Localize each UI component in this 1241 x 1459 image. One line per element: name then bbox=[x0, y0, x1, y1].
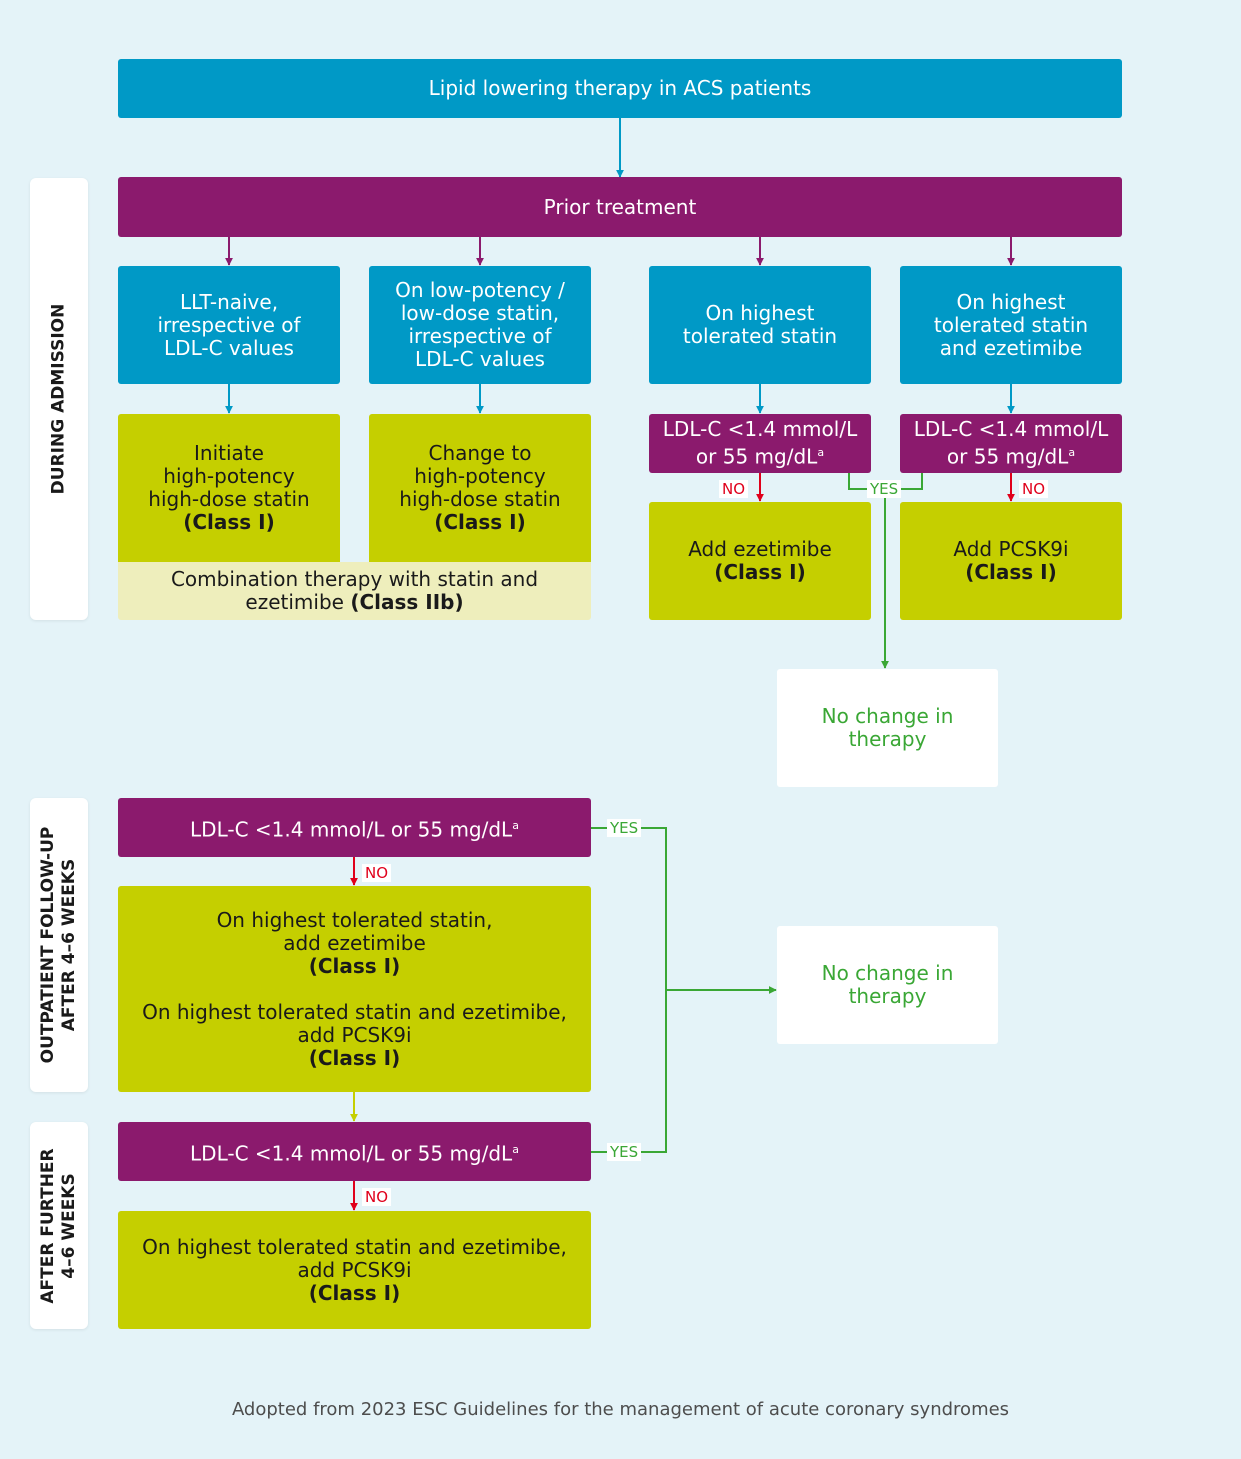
no-label-further: NO bbox=[362, 1188, 392, 1206]
phase-label-admission: DURING ADMISSION bbox=[30, 178, 88, 620]
yes-label-admission: YES bbox=[867, 480, 902, 498]
action-add-ezetimibe: Add ezetimibe (Class I) bbox=[649, 502, 871, 620]
ldl-target-decision-statin: LDL-C <1.4 mmol/L or 55 mg/dLa bbox=[649, 414, 871, 473]
yes-label-further: YES bbox=[607, 1143, 642, 1161]
ldl-target-decision-statin-ezetimibe: LDL-C <1.4 mmol/L or 55 mg/dLa bbox=[900, 414, 1122, 473]
yes-label-outpatient: YES bbox=[607, 819, 642, 837]
option-highest-statin-ezetimibe: On highest tolerated statin and ezetimib… bbox=[900, 266, 1122, 384]
option-low-potency-statin: On low-potency / low-dose statin, irresp… bbox=[369, 266, 591, 384]
title-box: Lipid lowering therapy in ACS patients bbox=[118, 59, 1122, 118]
option-highest-tolerated-statin: On highest tolerated statin bbox=[649, 266, 871, 384]
source-footnote: Adopted from 2023 ESC Guidelines for the… bbox=[231, 1399, 1010, 1420]
no-label-outpatient: NO bbox=[362, 864, 392, 882]
action-initiate-statin: Initiate high-potency high-dose statin (… bbox=[118, 414, 340, 562]
option-llt-naive: LLT-naive, irrespective of LDL-C values bbox=[118, 266, 340, 384]
action-further: On highest tolerated statin and ezetimib… bbox=[118, 1211, 591, 1329]
action-combination-therapy: Combination therapy with statin and ezet… bbox=[118, 562, 591, 620]
action-change-statin: Change to high-potency high-dose statin … bbox=[369, 414, 591, 562]
ldl-target-decision-further: LDL-C <1.4 mmol/L or 55 mg/dLa bbox=[118, 1122, 591, 1181]
action-outpatient: On highest tolerated statin, add ezetimi… bbox=[118, 886, 591, 1092]
phase-label-further: AFTER FURTHER 4–6 WEEKS bbox=[30, 1122, 88, 1329]
no-label-statin: NO bbox=[719, 480, 749, 498]
phase-label-outpatient: OUTPATIENT FOLLOW-UP AFTER 4–6 WEEKS bbox=[30, 798, 88, 1092]
action-add-pcsk9i: Add PCSK9i (Class I) bbox=[900, 502, 1122, 620]
ldl-target-decision-outpatient: LDL-C <1.4 mmol/L or 55 mg/dLa bbox=[118, 798, 591, 857]
no-change-followup: No change in therapy bbox=[777, 926, 998, 1044]
prior-treatment-box: Prior treatment bbox=[118, 177, 1122, 237]
no-label-statin-ezetimibe: NO bbox=[1019, 480, 1049, 498]
no-change-admission: No change in therapy bbox=[777, 669, 998, 787]
